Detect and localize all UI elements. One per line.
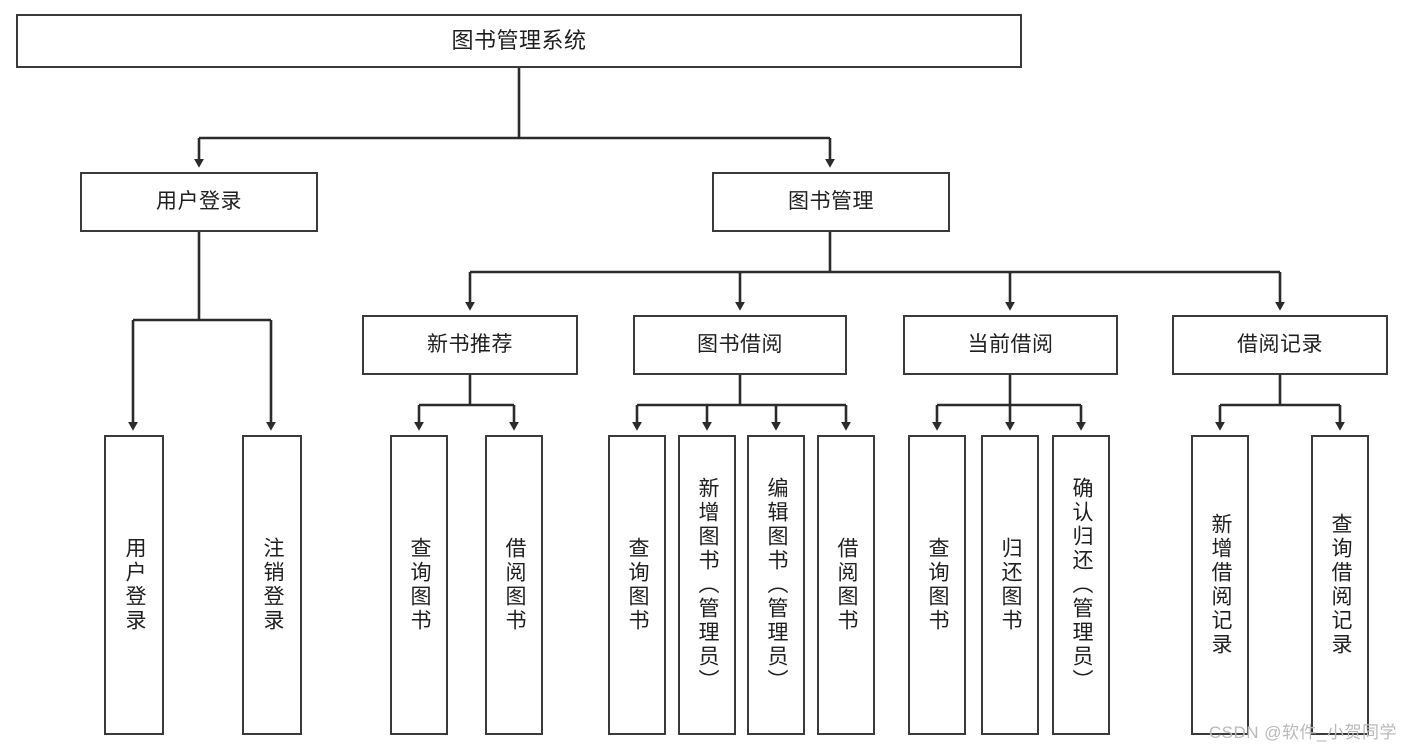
node-label: 图书借阅: [697, 332, 783, 356]
leaf-edit-book-admin[interactable]: 编辑图书（管理员）: [747, 435, 805, 735]
node-label: 查询图书: [626, 537, 650, 633]
node-current-borrow[interactable]: 当前借阅: [903, 315, 1118, 375]
leaf-add-book-admin[interactable]: 新增图书（管理员）: [678, 435, 736, 735]
node-label: 借阅图书: [503, 537, 527, 633]
csdn-watermark: CSDN @软件_小贺同学: [1208, 723, 1397, 742]
leaf-query-borrow-record[interactable]: 查询借阅记录: [1311, 435, 1369, 735]
node-book-borrow[interactable]: 图书借阅: [633, 315, 847, 375]
node-borrow-records[interactable]: 借阅记录: [1172, 315, 1388, 375]
node-root-system[interactable]: 图书管理系统: [16, 14, 1022, 68]
node-label: 当前借阅: [967, 332, 1054, 356]
node-label: 图书管理系统: [451, 27, 587, 53]
leaf-borrow-book[interactable]: 借阅图书: [817, 435, 875, 735]
leaf-return-book[interactable]: 归还图书: [981, 435, 1039, 735]
leaf-add-borrow-record[interactable]: 新增借阅记录: [1191, 435, 1249, 735]
node-label: 注销登录: [261, 537, 285, 633]
node-user-login-module[interactable]: 用户登录: [80, 172, 318, 232]
node-label: 查询借阅记录: [1329, 513, 1353, 657]
leaf-query-book-borrow[interactable]: 查询图书: [608, 435, 666, 735]
leaf-query-book-current[interactable]: 查询图书: [908, 435, 966, 735]
leaf-logout[interactable]: 注销登录: [242, 435, 302, 735]
node-label: 归还图书: [999, 537, 1023, 633]
node-new-book-recommend[interactable]: 新书推荐: [362, 315, 578, 375]
node-label: 新书推荐: [427, 332, 513, 356]
node-label: 查询图书: [926, 537, 950, 633]
node-label: 用户登录: [156, 189, 242, 213]
leaf-user-login[interactable]: 用户登录: [104, 435, 164, 735]
leaf-borrow-book-recommend[interactable]: 借阅图书: [485, 435, 543, 735]
node-label: 查询图书: [408, 537, 432, 633]
node-label: 图书管理: [788, 189, 874, 213]
node-label: 确认归还（管理员）: [1070, 477, 1094, 693]
leaf-query-book-recommend[interactable]: 查询图书: [390, 435, 448, 735]
node-label: 借阅记录: [1237, 332, 1323, 356]
node-label: 新增借阅记录: [1209, 513, 1233, 657]
leaf-confirm-return-admin[interactable]: 确认归还（管理员）: [1052, 435, 1110, 735]
node-label: 编辑图书（管理员）: [765, 477, 789, 693]
node-label: 用户登录: [123, 537, 147, 633]
node-label: 新增图书（管理员）: [696, 477, 720, 693]
node-book-management-module[interactable]: 图书管理: [712, 172, 950, 232]
node-label: 借阅图书: [835, 537, 859, 633]
